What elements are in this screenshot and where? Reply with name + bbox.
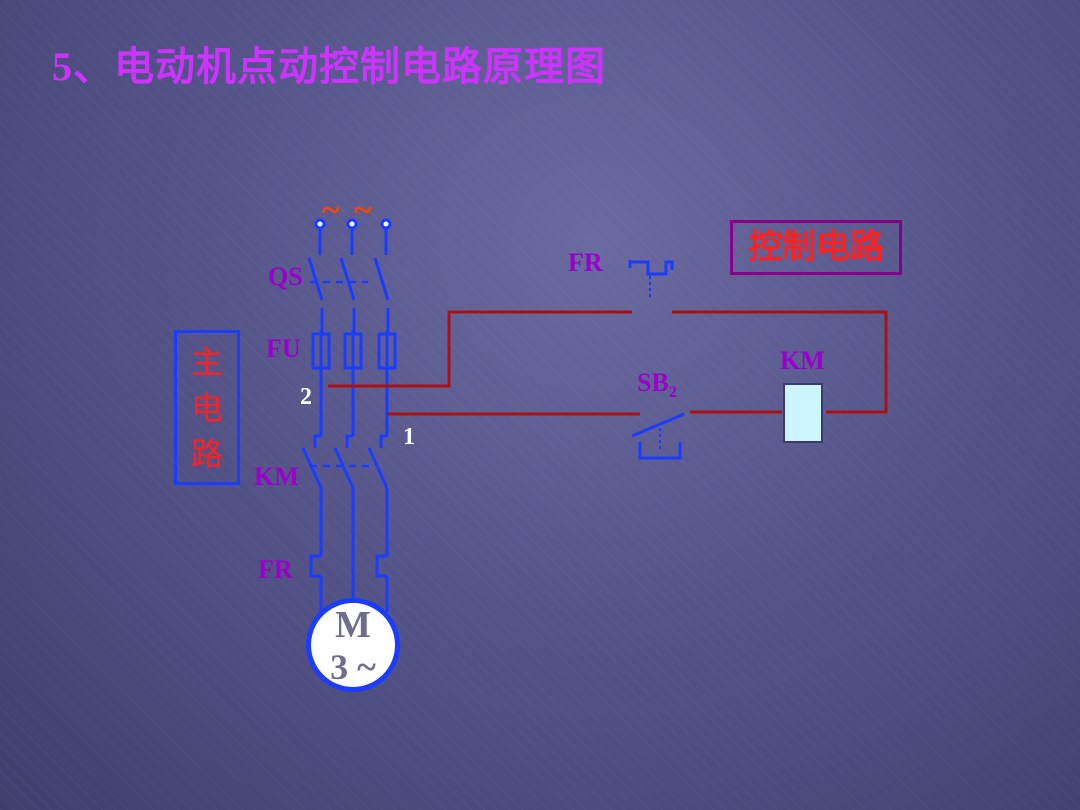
label-qs: QS	[268, 262, 303, 291]
power-symbol-2: ~	[354, 192, 372, 229]
main-circuit-char-3: 路	[190, 436, 223, 472]
main-circuit-char-2: 电	[190, 390, 223, 426]
km-coil	[783, 383, 823, 443]
node-1-label: 1	[403, 424, 415, 450]
qs-blade-3	[373, 257, 390, 301]
motor-symbol: M 3 ~	[306, 598, 400, 692]
control-circuit-box: 控制电路	[730, 220, 902, 275]
qs-blade-2	[339, 257, 356, 301]
label-sb2: SB2	[637, 368, 677, 402]
main-circuit-box: 主 电 路	[174, 330, 240, 485]
label-fu: FU	[266, 334, 301, 363]
fr-control-contact	[628, 260, 674, 300]
label-km-main: KM	[254, 462, 299, 491]
label-fr-control: FR	[568, 248, 603, 277]
motor-line-2: 3 ~	[330, 647, 376, 687]
sb2-push-button	[631, 412, 685, 460]
page-title: 5、电动机点动控制电路原理图	[52, 44, 606, 89]
label-km-coil: KM	[780, 346, 825, 375]
node-2-label: 2	[300, 384, 312, 410]
power-symbol-1: ~	[322, 192, 340, 229]
motor-line-1: M	[335, 604, 371, 646]
control-circuit-wires	[328, 310, 888, 416]
main-circuit-char-1: 主	[190, 344, 223, 380]
qs-blade-1	[307, 257, 324, 301]
label-fr-main: FR	[258, 555, 293, 584]
main-circuit-wires	[301, 228, 397, 612]
